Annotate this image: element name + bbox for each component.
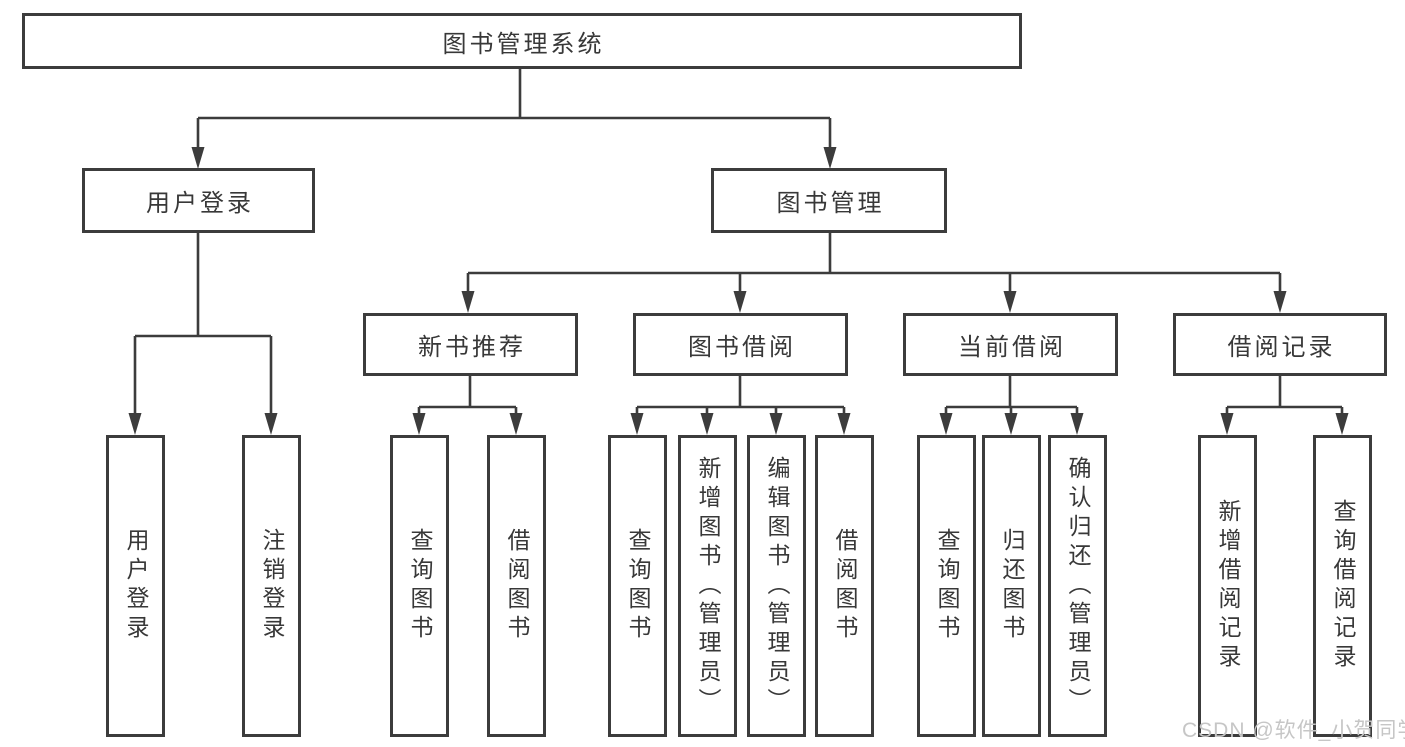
leaf-newbook-query-books: 查询图书 bbox=[390, 435, 449, 737]
node-user-login: 用户登录 bbox=[82, 168, 315, 233]
leaf-records-add-borrow-record: 新增借阅记录 bbox=[1198, 435, 1257, 737]
arrowhead-icons bbox=[128, 147, 1349, 435]
leaf-borrow-edit-books-admin-label: 编辑图书（管理员） bbox=[764, 455, 790, 717]
node-borrow-records: 借阅记录 bbox=[1173, 313, 1387, 376]
leaf-user-login: 用户登录 bbox=[106, 435, 165, 737]
node-book-management: 图书管理 bbox=[711, 168, 947, 233]
node-current-borrow: 当前借阅 bbox=[903, 313, 1118, 376]
leaf-records-query-borrow-record: 查询借阅记录 bbox=[1313, 435, 1372, 737]
leaf-newbook-borrow-books-label: 借阅图书 bbox=[504, 528, 530, 644]
leaf-records-add-borrow-record-label: 新增借阅记录 bbox=[1215, 499, 1241, 673]
leaf-current-confirm-return-admin-label: 确认归还（管理员） bbox=[1065, 455, 1091, 717]
leaf-borrow-edit-books-admin: 编辑图书（管理员） bbox=[747, 435, 806, 737]
leaf-logout-login: 注销登录 bbox=[242, 435, 301, 737]
leaf-borrow-borrow-books: 借阅图书 bbox=[815, 435, 874, 737]
leaf-user-login-label: 用户登录 bbox=[123, 528, 149, 644]
leaf-current-confirm-return-admin: 确认归还（管理员） bbox=[1048, 435, 1107, 737]
node-new-book-recommend: 新书推荐 bbox=[363, 313, 578, 376]
csdn-watermark: CSDN @软件_小贺同学 bbox=[1182, 719, 1405, 742]
leaf-current-return-books-label: 归还图书 bbox=[999, 528, 1025, 644]
leaf-borrow-borrow-books-label: 借阅图书 bbox=[832, 528, 858, 644]
leaf-current-query-books-label: 查询图书 bbox=[934, 528, 960, 644]
leaf-current-query-books: 查询图书 bbox=[917, 435, 976, 737]
leaf-borrow-query-books-label: 查询图书 bbox=[625, 528, 651, 644]
node-book-borrow: 图书借阅 bbox=[633, 313, 848, 376]
leaf-newbook-borrow-books: 借阅图书 bbox=[487, 435, 546, 737]
leaf-logout-login-label: 注销登录 bbox=[259, 528, 285, 644]
node-library-management-system: 图书管理系统 bbox=[22, 13, 1022, 69]
leaf-borrow-add-books-admin-label: 新增图书（管理员） bbox=[695, 455, 721, 717]
leaf-records-query-borrow-record-label: 查询借阅记录 bbox=[1330, 499, 1356, 673]
leaf-borrow-query-books: 查询图书 bbox=[608, 435, 667, 737]
leaf-borrow-add-books-admin: 新增图书（管理员） bbox=[678, 435, 737, 737]
leaf-current-return-books: 归还图书 bbox=[982, 435, 1041, 737]
leaf-newbook-query-books-label: 查询图书 bbox=[407, 528, 433, 644]
